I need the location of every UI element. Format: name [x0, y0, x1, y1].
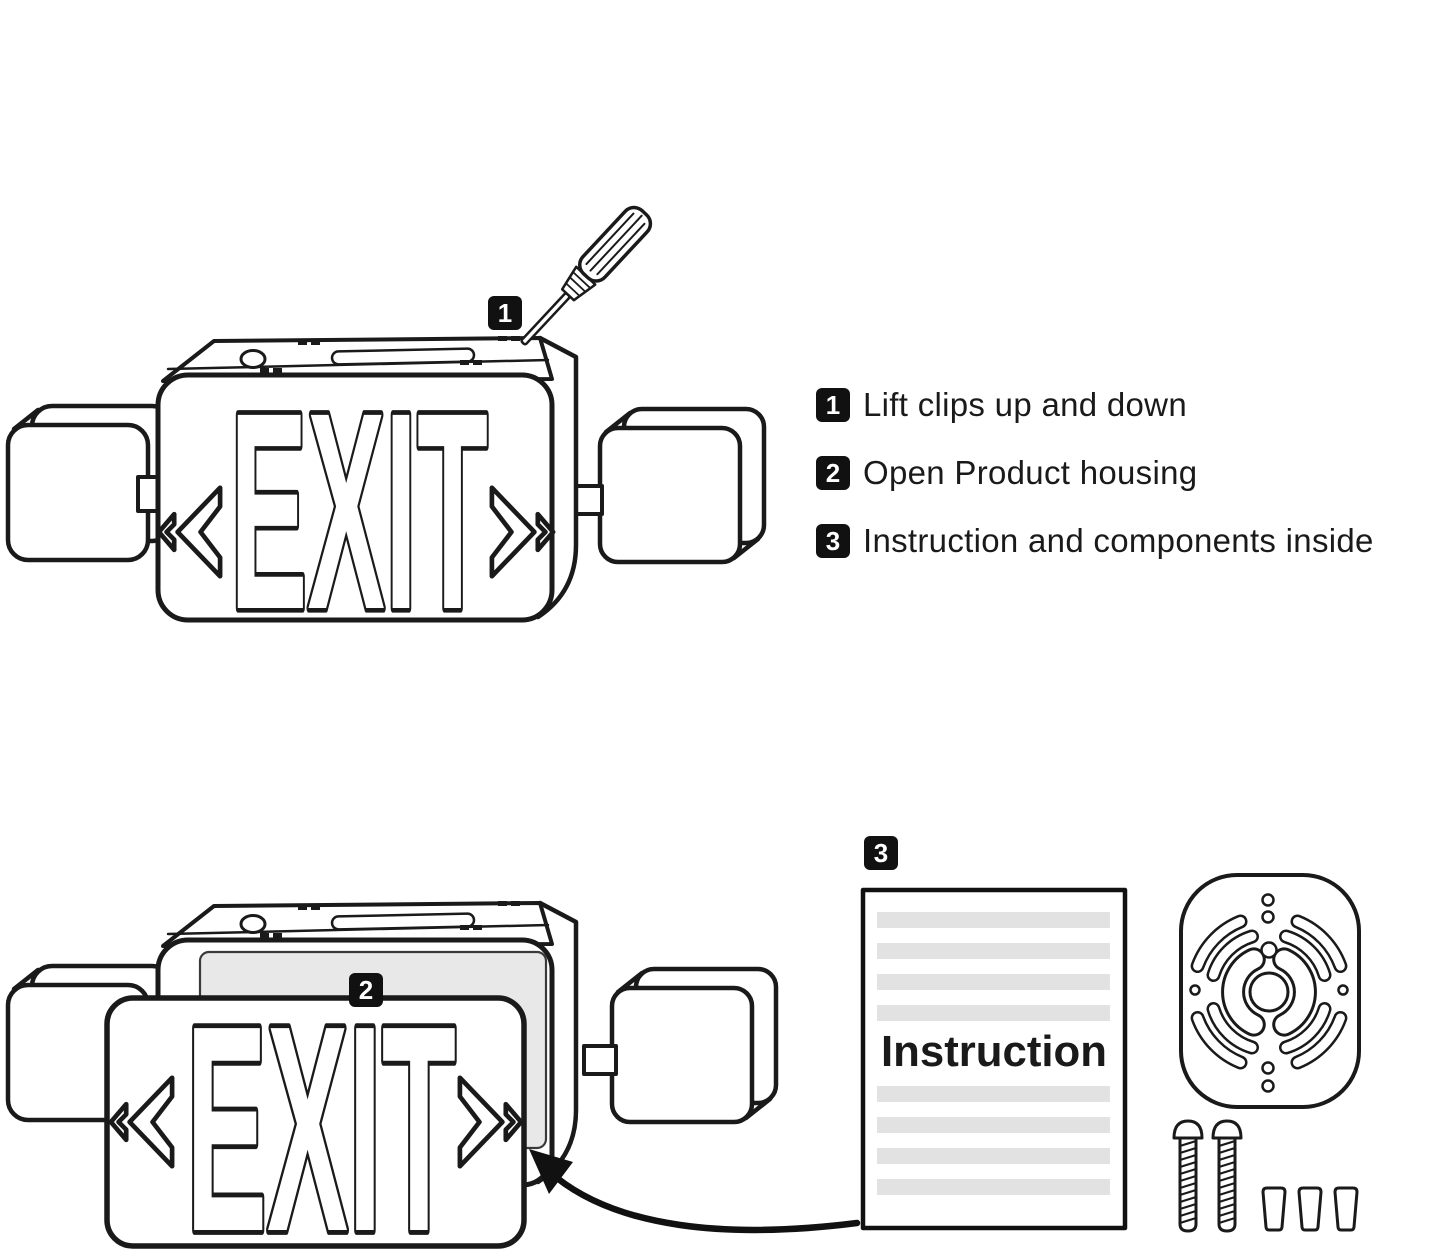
mounting-plate-icon — [1179, 873, 1361, 1109]
chevron-left-icon — [108, 1075, 175, 1169]
legend-label-2: Open Product housing — [863, 454, 1198, 491]
top-slot-open — [330, 912, 476, 931]
screwdriver-shaft — [520, 292, 571, 346]
chevron-right-icon — [457, 1075, 524, 1169]
knockout-hole-open — [239, 914, 267, 934]
lamp-right-front-face — [597, 425, 743, 565]
screwdriver-collar-ribs — [565, 271, 591, 297]
instruction-sheet-title: Instruction — [881, 1027, 1107, 1076]
exit-sign-text-open: EXIT — [186, 965, 456, 1256]
sheet-text-lines — [877, 912, 1110, 1195]
arrow-head — [529, 1149, 573, 1194]
screwdriver-icon — [520, 205, 653, 346]
exit-sign-open: EXIT — [5, 900, 861, 1256]
plate-kidney-slots — [1221, 947, 1317, 1037]
lamp-head-left — [5, 403, 175, 563]
plate-outer-slots — [1190, 914, 1348, 1070]
legend-label-1: Lift clips up and down — [863, 386, 1187, 423]
screw-icon — [1172, 1119, 1204, 1233]
step-badge-3: 3 — [864, 836, 898, 870]
legend-row-3: 3 Instruction and components inside — [816, 522, 1374, 559]
plate-holes — [1189, 893, 1349, 1093]
lamp-left-front-face — [5, 422, 151, 563]
legend-badge-1: 1 — [816, 388, 850, 422]
screwdriver-handle-grips — [585, 212, 646, 276]
step-badge-1: 1 — [488, 296, 522, 330]
lamp-right-front-face — [609, 985, 755, 1125]
chevron-right-icon — [489, 485, 556, 579]
legend-badge-3: 3 — [816, 524, 850, 558]
right-connector-tab-open — [582, 1044, 618, 1076]
face-plate — [104, 995, 527, 1249]
wire-nut-icon — [1333, 1186, 1359, 1232]
components-group: Instruction — [860, 873, 1361, 1233]
exit-sign-assembled: EXIT — [5, 335, 767, 671]
legend-row-2: 2 Open Product housing — [816, 454, 1198, 491]
screw-head — [1211, 1119, 1243, 1140]
lamp-head-right-open — [609, 966, 779, 1125]
chevron-left-icon — [156, 485, 223, 579]
clip-marks-open — [260, 901, 520, 938]
exit-sign-text: EXIT — [230, 354, 488, 667]
wire-nut-icon — [1297, 1186, 1323, 1232]
legend-badge-2: 2 — [816, 456, 850, 490]
screw-head — [1172, 1119, 1204, 1140]
housing-front-face — [155, 372, 555, 623]
plate-inner-slots — [1206, 929, 1332, 1055]
knockout-hole — [239, 349, 267, 369]
lamp-head-right — [597, 406, 767, 565]
wire-nut-icon — [1261, 1186, 1287, 1232]
screw-threads — [1217, 1139, 1237, 1225]
screwdriver-collar — [560, 265, 597, 302]
legend-label-3: Instruction and components inside — [863, 522, 1374, 559]
sign-face-assembled: EXIT — [156, 351, 556, 671]
curved-arrow-icon — [553, 1174, 861, 1234]
screw-threads — [1178, 1139, 1198, 1225]
face-plate-removed: EXIT — [104, 961, 527, 1256]
clip-marks — [260, 336, 520, 373]
legend-row-1: 1 Lift clips up and down — [816, 386, 1187, 423]
step-badge-2: 2 — [349, 973, 383, 1007]
screw-icon — [1211, 1119, 1243, 1233]
instruction-sheet: Instruction — [860, 887, 1128, 1231]
top-slot — [330, 347, 476, 366]
